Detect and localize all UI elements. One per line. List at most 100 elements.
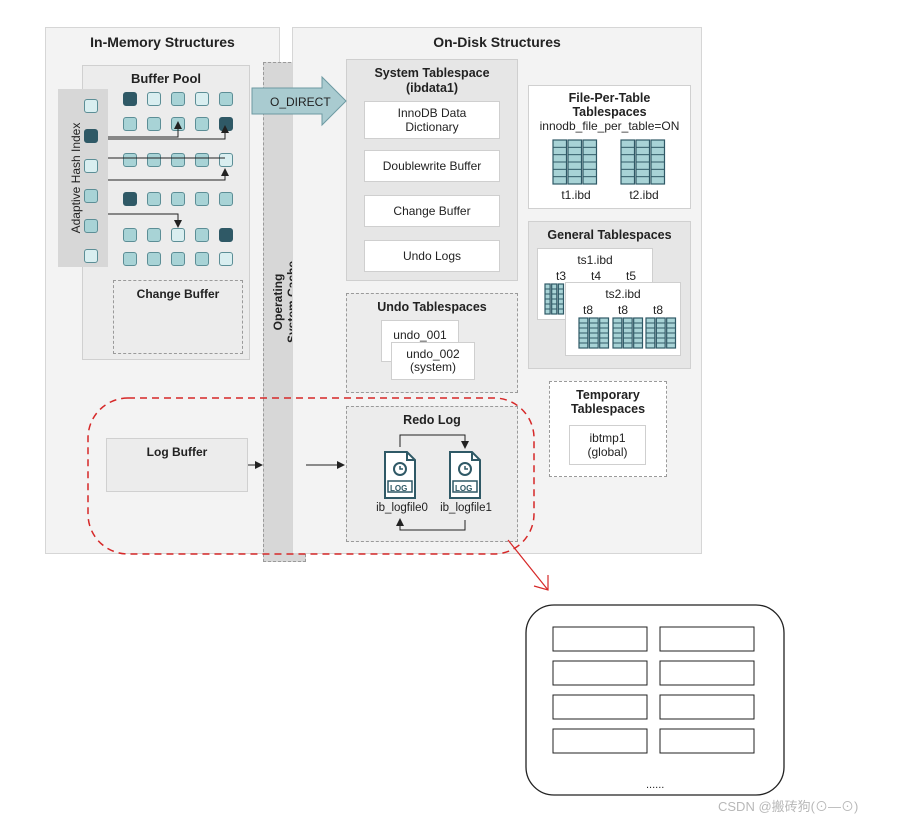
log-buffer-title: Log Buffer (146, 445, 208, 459)
ts2-table-t8-b: t8 (617, 303, 628, 317)
buffer-page (171, 153, 185, 167)
ts2-table-t8-c: t8 (652, 303, 663, 317)
buffer-page (195, 252, 209, 266)
adaptive-hash-index (58, 89, 108, 267)
memory-change-buffer-title: Change Buffer (136, 287, 220, 301)
watermark: CSDN @搬砖狗(⊙—⊙) (718, 799, 859, 814)
hash-index-entry (84, 159, 98, 173)
buffer-page (147, 153, 161, 167)
zoom-block (552, 694, 648, 720)
general-tablespaces-title: General Tablespaces (547, 228, 672, 242)
buffer-page (219, 228, 233, 242)
buffer-page (195, 117, 209, 131)
log-buffer (106, 438, 248, 492)
zoom-block (552, 626, 648, 652)
log-highlight-outline (87, 397, 535, 555)
t1-table-icon (552, 139, 598, 185)
ts1-table-icon (544, 283, 565, 315)
undo-tablespaces-title: Undo Tablespaces (377, 300, 487, 314)
t2-table-icon (620, 139, 666, 185)
ib-logfile1-badge: LOG (455, 484, 472, 493)
redo-cycle-arrows (396, 434, 469, 531)
zoom-block (552, 728, 648, 754)
file-per-table-title-line1: File-Per-Table (568, 91, 651, 105)
buffer-page (123, 192, 137, 206)
ts2-table-t8-a: t8 (582, 303, 593, 317)
hash-index-entry (84, 129, 98, 143)
zoom-block (659, 728, 755, 754)
buffer-page (147, 192, 161, 206)
buffer-page (195, 192, 209, 206)
file-per-table-setting: innodb_file_per_table=ON (539, 119, 680, 133)
file-per-table-title-line2: Tablespaces (572, 105, 647, 119)
ibtmp1-label-line1: ibtmp1 (589, 431, 626, 445)
zoom-block (659, 694, 755, 720)
undo-002-label-line1: undo_002 (406, 347, 460, 361)
buffer-page (171, 228, 185, 242)
undo-002-file: undo_002 (system) (391, 342, 475, 380)
t1-ibd-label: t1.ibd (561, 188, 591, 202)
zoom-block (659, 660, 755, 686)
zoom-ellipsis: ...... (646, 779, 664, 791)
buffer-page (195, 92, 209, 106)
ib-logfile0-badge: LOG (390, 484, 407, 493)
buffer-page (171, 192, 185, 206)
ts1-table-t3: t3 (555, 269, 566, 283)
buffer-page (219, 252, 233, 266)
ib-logfile0-icon (384, 451, 416, 499)
memory-change-buffer (113, 280, 243, 354)
temporary-tablespaces-title: Temporary Tablespaces (549, 388, 667, 416)
buffer-page (123, 92, 137, 106)
zoom-detail-blocks (552, 626, 755, 754)
buffer-page (171, 252, 185, 266)
buffer-page (123, 117, 137, 131)
hash-index-entry (84, 219, 98, 233)
ts2-t8-b-table-icon (612, 317, 644, 349)
buffer-page (147, 117, 161, 131)
hash-index-entry (84, 249, 98, 263)
buffer-page (219, 153, 233, 167)
system-tablespace-title-line2: (ibdata1) (405, 81, 459, 95)
buffer-page (123, 252, 137, 266)
ts1-table-t4: t4 (590, 269, 601, 283)
temporary-tablespaces-title-line1: Temporary (576, 388, 640, 402)
buffer-page (147, 252, 161, 266)
ts1-table-t5: t5 (625, 269, 636, 283)
zoom-arrow (507, 539, 549, 591)
undo-002-label-line2: (system) (410, 360, 456, 374)
buffer-pool-arrows (108, 121, 229, 228)
system-tablespace-title: System Tablespace (ibdata1) (346, 66, 518, 96)
system-tablespace-title-line1: System Tablespace (374, 66, 490, 80)
ts1-ibd-label: ts1.ibd (577, 253, 613, 267)
hash-index-entry (84, 99, 98, 113)
ts2-t8-a-table-icon (578, 317, 610, 349)
zoom-block (552, 660, 648, 686)
ibtmp1-file: ibtmp1 (global) (569, 425, 646, 465)
buffer-pool-title: Buffer Pool (130, 71, 202, 86)
ib-logfile1-icon (449, 451, 481, 499)
file-per-table-title: File-Per-Table Tablespaces (528, 91, 691, 119)
o-direct-arrow (251, 75, 347, 127)
o-direct-label: O_DIRECT (270, 95, 331, 109)
in-memory-title: In-Memory Structures (90, 34, 235, 50)
redo-log (346, 406, 518, 542)
buffer-page (147, 92, 161, 106)
zoom-block (659, 626, 755, 652)
doublewrite-buffer: Doublewrite Buffer (364, 150, 500, 182)
undo-logs-label: Undo Logs (402, 249, 462, 263)
undo-logs: Undo Logs (364, 240, 500, 272)
disk-change-buffer: Change Buffer (364, 195, 500, 227)
buffer-page (219, 92, 233, 106)
buffer-page (195, 153, 209, 167)
temporary-tablespaces-title-line2: Tablespaces (570, 402, 646, 416)
ts2-ibd-label: ts2.ibd (605, 287, 641, 301)
buffer-page (219, 192, 233, 206)
on-disk-title: On-Disk Structures (433, 34, 561, 50)
ts2-t8-c-table-icon (645, 317, 677, 349)
buffer-page (171, 92, 185, 106)
ibtmp1-label-line2: (global) (587, 445, 628, 459)
innodb-data-dictionary: InnoDB Data Dictionary (364, 101, 500, 139)
buffer-page (123, 228, 137, 242)
